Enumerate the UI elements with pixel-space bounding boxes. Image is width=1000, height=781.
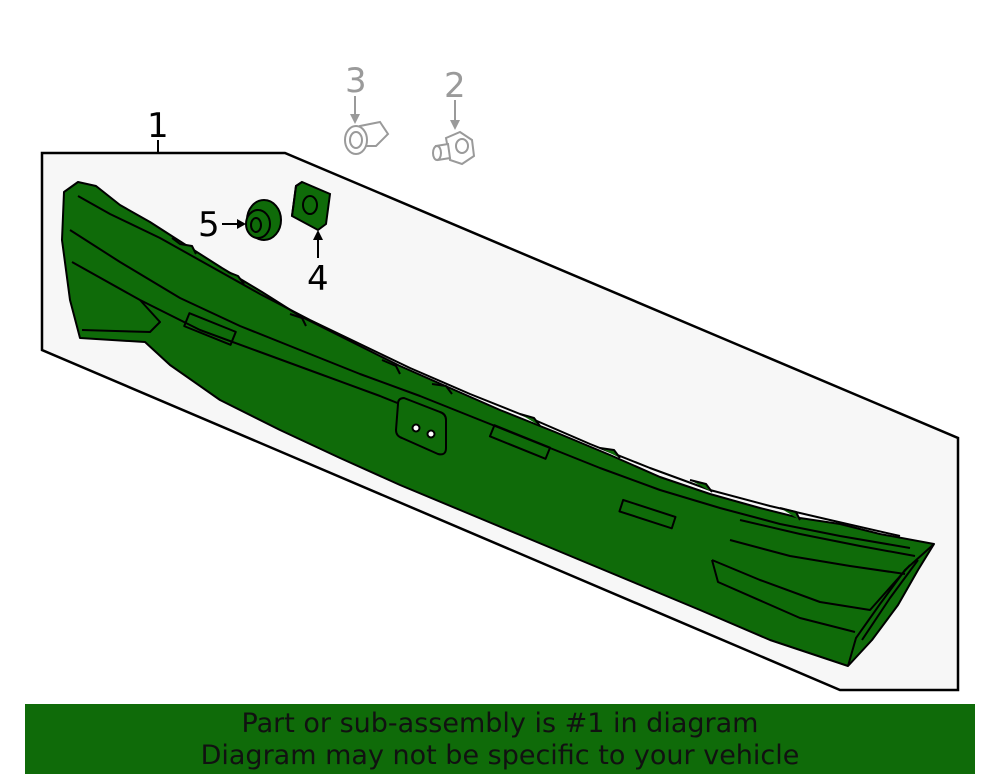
panel-right-face <box>847 543 935 667</box>
part-3-push-pin <box>344 120 390 155</box>
panel-body <box>61 181 935 667</box>
callout-1-label: 1 <box>147 106 169 146</box>
panel-mount-hole-2 <box>426 429 436 439</box>
panel-contour-4 <box>729 539 906 575</box>
panel-slot-center <box>488 424 552 460</box>
panel-right-recess <box>711 559 911 611</box>
info-banner: Part or sub-assembly is #1 in diagram Di… <box>25 704 975 774</box>
callout-3-label: 3 <box>345 61 367 101</box>
callout-4-label: 4 <box>307 259 329 299</box>
panel-brackets <box>171 237 801 521</box>
callout-5-label: 5 <box>198 205 220 245</box>
panel-contour-1 <box>69 229 911 549</box>
part-2-bolt <box>432 130 476 166</box>
panel-slot-left <box>183 312 237 346</box>
panel-top-ridge <box>77 195 901 537</box>
callout-4-arrowhead <box>313 230 323 240</box>
panel-contour-3 <box>739 519 916 557</box>
panel-slot-right <box>618 498 677 530</box>
callout-5-arrowhead <box>237 219 246 229</box>
callout-3-arrowhead <box>350 114 360 124</box>
panel-center-mount <box>395 397 447 456</box>
part-5-grommet <box>245 199 282 241</box>
panel-mount-hole-1 <box>411 423 421 433</box>
panel-right-recess-2 <box>711 559 856 633</box>
callout-2-label: 2 <box>444 66 466 106</box>
panel-right-face-inner <box>861 559 919 641</box>
banner-line-2: Diagram may not be specific to your vehi… <box>200 740 800 771</box>
callout-2-arrowhead <box>450 120 460 130</box>
part-4-clip <box>290 180 332 232</box>
part-1-panel <box>61 181 935 667</box>
panel-left-pocket <box>81 299 161 333</box>
banner-line-1: Part or sub-assembly is #1 in diagram <box>241 708 759 739</box>
